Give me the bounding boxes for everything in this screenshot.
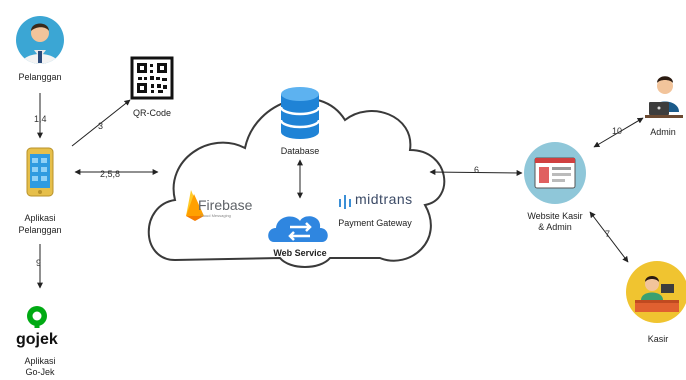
web-service-icon xyxy=(268,216,328,242)
kasir-label: Kasir xyxy=(647,334,669,344)
edge-admin-website xyxy=(593,117,644,148)
smartphone-icon xyxy=(26,147,54,197)
aplikasi-gojek-label-line1: Aplikasi xyxy=(24,356,56,366)
admin-icon xyxy=(645,76,683,118)
website-label-line2: & Admin xyxy=(538,222,572,232)
website-icon xyxy=(524,142,586,204)
midtrans-logo-icon xyxy=(339,195,351,209)
admin-label: Admin xyxy=(650,127,676,137)
kasir-icon xyxy=(626,261,686,323)
aplikasi-pelanggan-label-line2: Pelanggan xyxy=(18,225,62,235)
gojek-logo-icon xyxy=(27,306,47,328)
edge-label-app-cloud: 2,5,8 xyxy=(100,169,121,179)
midtrans-logo-text: midtrans xyxy=(355,191,413,207)
edge-kasir-website xyxy=(589,211,629,263)
edge-cloud-website xyxy=(429,169,523,176)
edge-label-cloud-website: 6 xyxy=(474,165,480,175)
website-label-line1: Website Kasir xyxy=(527,211,583,221)
cloud-shape xyxy=(147,97,446,268)
database-label: Database xyxy=(280,146,320,156)
qr-code-icon xyxy=(130,56,174,100)
edge-label-pelanggan-app: 1,4 xyxy=(34,114,47,124)
database-icon xyxy=(279,87,321,139)
firebase-logo-text: Firebase xyxy=(198,197,253,213)
gojek-logo-text: gojek xyxy=(16,331,58,348)
firebase-flame-icon xyxy=(186,190,204,221)
qr-code-label: QR-Code xyxy=(132,108,171,118)
edge-label-admin-website: 10 xyxy=(612,126,623,136)
aplikasi-pelanggan-label-line1: Aplikasi xyxy=(24,213,56,223)
edge-label-app-qr: 3 xyxy=(98,121,104,131)
pelanggan-avatar-icon xyxy=(16,16,64,64)
firebase-logo-subtext: Cloud Messaging xyxy=(200,213,231,218)
payment-gateway-label: Payment Gateway xyxy=(338,218,412,228)
edge-app-qr xyxy=(71,99,131,147)
aplikasi-gojek-label-line2: Go-Jek xyxy=(25,367,55,377)
web-service-label: Web Service xyxy=(273,248,327,258)
edge-label-kasir-website: 7 xyxy=(605,229,611,239)
edge-label-app-gojek: 9 xyxy=(36,258,42,268)
pelanggan-label: Pelanggan xyxy=(18,72,62,82)
